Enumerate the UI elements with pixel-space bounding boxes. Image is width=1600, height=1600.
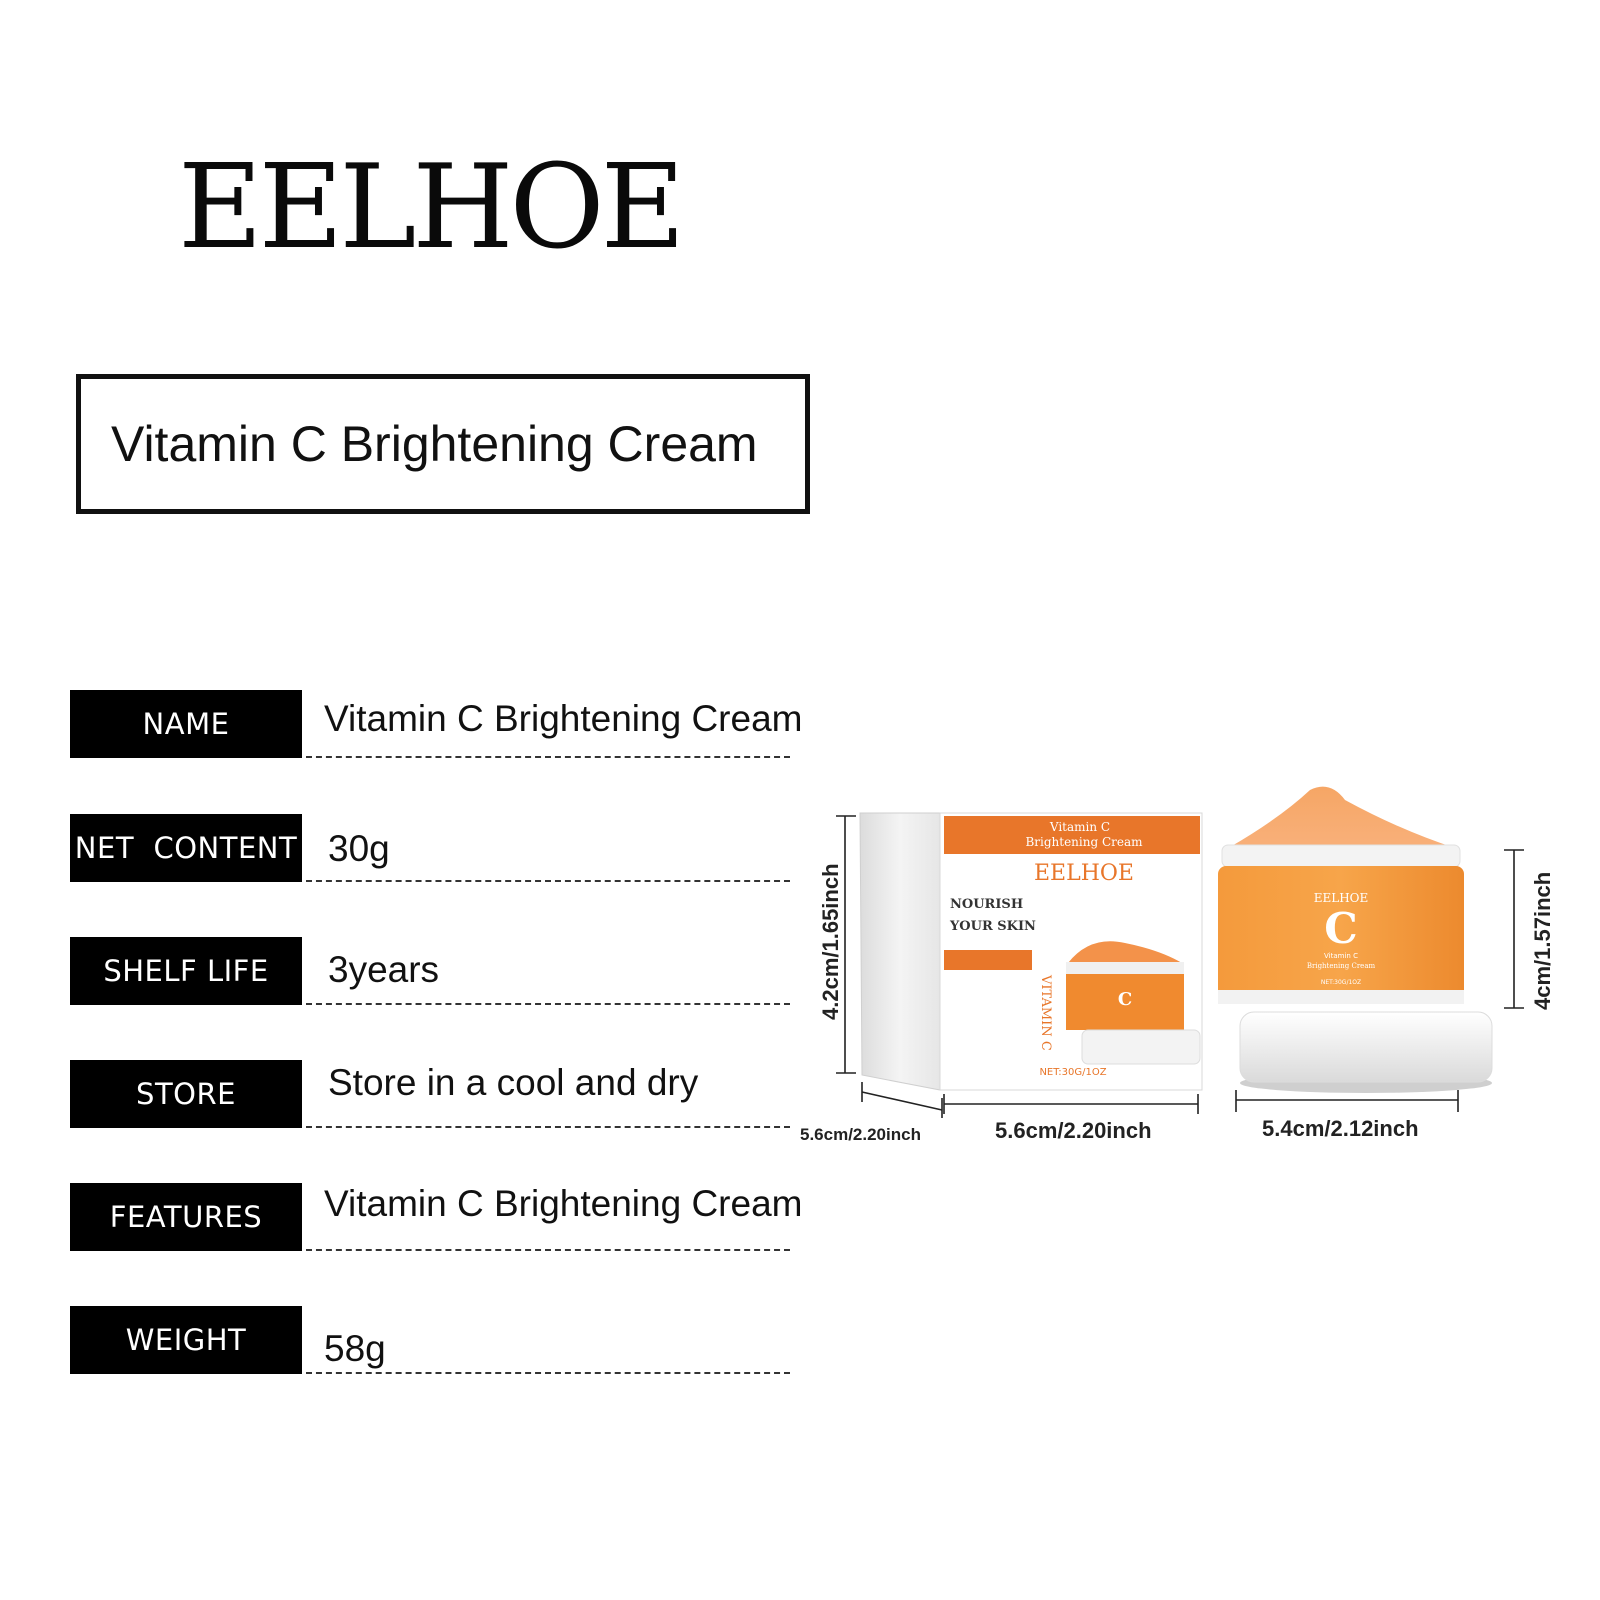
- box-slogan-line1: NOURISH: [950, 897, 1023, 912]
- spec-value: Store in a cool and dry: [328, 1062, 699, 1103]
- spec-label: WEIGHT: [70, 1306, 302, 1374]
- jar-net: NET:30G/1OZ: [1321, 979, 1361, 986]
- dim-box-depth: 5.6cm/2.20inch: [800, 1125, 921, 1144]
- box-header-line1: Vitamin C: [1049, 820, 1110, 834]
- spec-row-weight: WEIGHT 58g: [70, 1306, 790, 1374]
- product-box: Vitamin C Brightening Cream EELHOE NOURI…: [859, 812, 1203, 1091]
- box-header-line2: Brightening Cream: [1025, 835, 1143, 849]
- spec-label: NET CONTENT: [70, 814, 302, 882]
- spec-row-net-content: NET CONTENT 30g: [70, 814, 790, 882]
- dim-jar-height: 4cm/1.57inch: [1530, 872, 1555, 1010]
- spec-label: STORE: [70, 1060, 302, 1128]
- box-net: NET:30G/1OZ: [1039, 1067, 1106, 1078]
- jar-band: [1218, 866, 1464, 1002]
- title-box: Vitamin C Brightening Cream: [76, 374, 810, 514]
- box-mini-cream: [1068, 941, 1182, 963]
- dim-box-width: 5.6cm/2.20inch: [995, 1118, 1152, 1143]
- box-side-text: VITAMIN C: [1038, 974, 1053, 1051]
- jar-line1: Vitamin C: [1324, 952, 1358, 960]
- spec-value: 58g: [324, 1328, 386, 1369]
- spec-value: Vitamin C Brightening Cream: [324, 1183, 803, 1224]
- dashed-divider: [306, 756, 790, 758]
- box-accent-bar: [944, 950, 1032, 970]
- box-slogan-line2: YOUR SKIN: [949, 919, 1036, 934]
- jar-brand: EELHOE: [1314, 891, 1369, 905]
- spec-row-name: NAME Vitamin C Brightening Cream: [70, 690, 802, 758]
- brand-logo: EELHOE: [178, 140, 685, 275]
- dashed-divider: [306, 880, 790, 882]
- svg-text:C: C: [1118, 989, 1132, 1010]
- dashed-divider: [306, 1003, 790, 1005]
- dashed-divider: [306, 1372, 790, 1374]
- jar-lid: [1239, 1011, 1493, 1083]
- jar-cream: [1230, 786, 1455, 848]
- spec-label: FEATURES: [70, 1183, 302, 1251]
- spec-row-store: STORE Store in a cool and dry: [70, 1060, 790, 1128]
- dim-box-height: 4.2cm/1.65inch: [818, 863, 843, 1020]
- spec-value: 30g: [328, 828, 390, 869]
- spec-label: SHELF LIFE: [70, 937, 302, 1005]
- box-header-band: [944, 816, 1200, 854]
- dashed-divider: [306, 1249, 790, 1251]
- spec-row-features: FEATURES Vitamin C Brightening Cream: [70, 1183, 802, 1251]
- dashed-divider: [306, 1126, 790, 1128]
- dimension-lines: [836, 815, 1524, 1118]
- box-mini-jar: [1066, 974, 1184, 1030]
- spec-value: Vitamin C Brightening Cream: [324, 698, 803, 739]
- spec-label: NAME: [70, 690, 302, 758]
- product-jar: EELHOE C Vitamin C Brightening Cream NET…: [1218, 786, 1493, 1093]
- page-title: Vitamin C Brightening Cream: [111, 416, 758, 472]
- dim-jar-width: 5.4cm/2.12inch: [1262, 1116, 1419, 1141]
- jar-letter: C: [1324, 904, 1357, 953]
- spec-row-shelf-life: SHELF LIFE 3years: [70, 937, 790, 1005]
- spec-value: 3years: [328, 949, 440, 990]
- box-brand: EELHOE: [1034, 861, 1134, 886]
- jar-line2: Brightening Cream: [1307, 962, 1376, 970]
